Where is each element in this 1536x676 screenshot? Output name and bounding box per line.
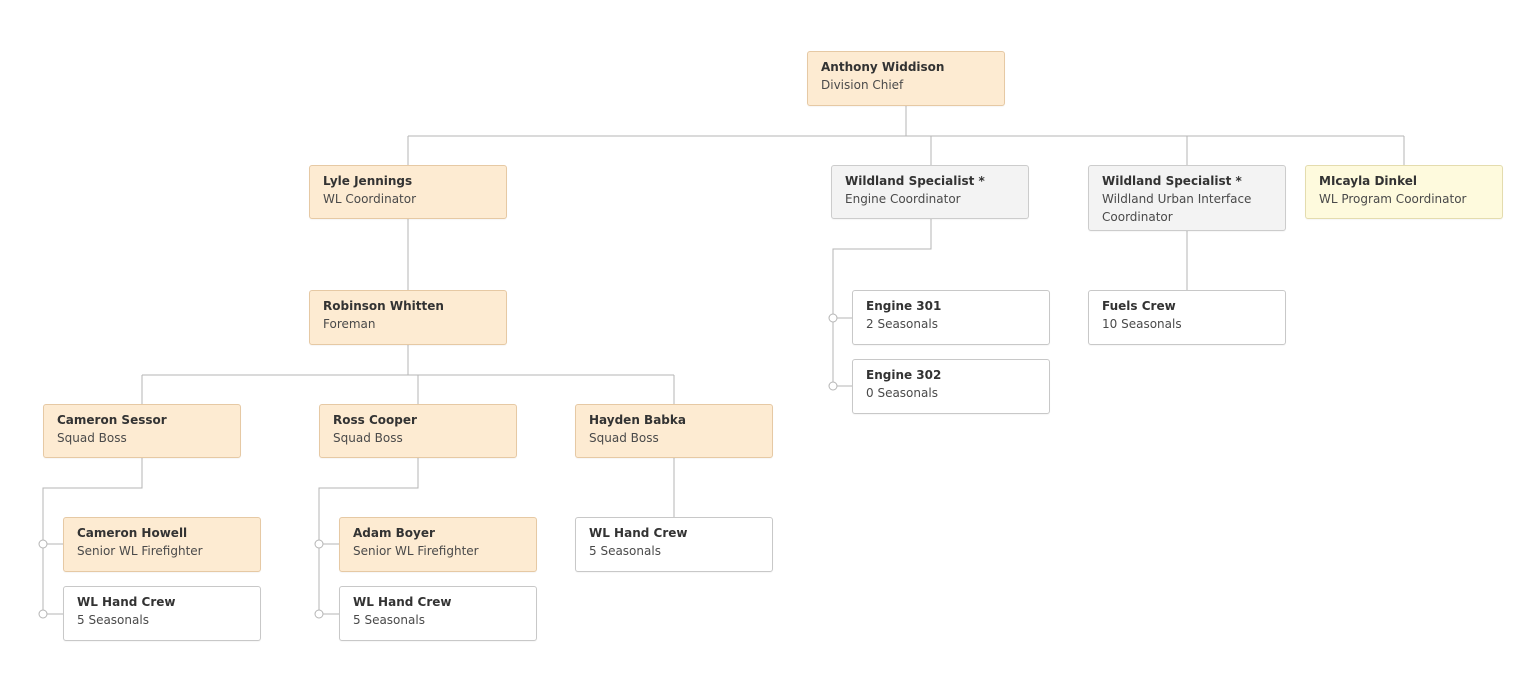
node-role: Squad Boss	[57, 431, 127, 445]
node-role: 2 Seasonals	[866, 317, 938, 331]
node-name: Hayden Babka	[589, 413, 686, 427]
node-engine-301[interactable]: Engine 301 2 Seasonals	[852, 290, 1050, 345]
node-wl-hand-crew-babka[interactable]: WL Hand Crew 5 Seasonals	[575, 517, 773, 572]
node-ross-cooper[interactable]: Ross Cooper Squad Boss	[319, 404, 517, 458]
node-name: Cameron Sessor	[57, 413, 167, 427]
node-name: MIcayla Dinkel	[1319, 174, 1417, 188]
node-name: WL Hand Crew	[589, 526, 688, 540]
node-name: Fuels Crew	[1102, 299, 1176, 313]
node-cameron-sessor[interactable]: Cameron Sessor Squad Boss	[43, 404, 241, 458]
node-role: Squad Boss	[333, 431, 403, 445]
connector-dot	[314, 609, 324, 619]
node-role: 5 Seasonals	[589, 544, 661, 558]
node-role: WL Program Coordinator	[1319, 192, 1467, 206]
connector-dot	[38, 539, 48, 549]
node-role: Foreman	[323, 317, 376, 331]
node-role: 5 Seasonals	[77, 613, 149, 627]
node-role: WL Coordinator	[323, 192, 417, 206]
node-micayla-dinkel[interactable]: MIcayla Dinkel WL Program Coordinator	[1305, 165, 1503, 219]
node-role: Wildland Urban Interface Coordinator	[1102, 192, 1252, 224]
node-role: 10 Seasonals	[1102, 317, 1182, 331]
node-role: Senior WL Firefighter	[77, 544, 203, 558]
node-name: WL Hand Crew	[353, 595, 452, 609]
node-hayden-babka[interactable]: Hayden Babka Squad Boss	[575, 404, 773, 458]
connector-dot	[38, 609, 48, 619]
node-adam-boyer[interactable]: Adam Boyer Senior WL Firefighter	[339, 517, 537, 572]
node-robinson-whitten[interactable]: Robinson Whitten Foreman	[309, 290, 507, 345]
node-name: Lyle Jennings	[323, 174, 413, 188]
node-role: 5 Seasonals	[353, 613, 425, 627]
node-name: Ross Cooper	[333, 413, 417, 427]
node-name: Adam Boyer	[353, 526, 435, 540]
node-anthony-widdison[interactable]: Anthony Widdison Division Chief	[807, 51, 1005, 106]
node-wl-hand-crew-cooper[interactable]: WL Hand Crew 5 Seasonals	[339, 586, 537, 641]
node-wildland-specialist-wui[interactable]: Wildland Specialist * Wildland Urban Int…	[1088, 165, 1286, 231]
node-engine-302[interactable]: Engine 302 0 Seasonals	[852, 359, 1050, 414]
node-wildland-specialist-engine[interactable]: Wildland Specialist * Engine Coordinator	[831, 165, 1029, 219]
node-name: Wildland Specialist *	[1102, 174, 1242, 188]
node-name: WL Hand Crew	[77, 595, 176, 609]
node-name: Anthony Widdison	[821, 60, 945, 74]
node-name: Engine 301	[866, 299, 942, 313]
node-name: Cameron Howell	[77, 526, 188, 540]
node-role: 0 Seasonals	[866, 386, 938, 400]
node-name: Robinson Whitten	[323, 299, 444, 313]
node-role: Senior WL Firefighter	[353, 544, 479, 558]
connector-dot	[828, 313, 838, 323]
node-lyle-jennings[interactable]: Lyle Jennings WL Coordinator	[309, 165, 507, 219]
node-wl-hand-crew-sessor[interactable]: WL Hand Crew 5 Seasonals	[63, 586, 261, 641]
connector-dot	[828, 381, 838, 391]
connector-dot	[314, 539, 324, 549]
link-robinson-squads	[141, 345, 675, 404]
node-role: Engine Coordinator	[845, 192, 961, 206]
node-name: Wildland Specialist *	[845, 174, 985, 188]
node-role: Squad Boss	[589, 431, 659, 445]
node-fuels-crew[interactable]: Fuels Crew 10 Seasonals	[1088, 290, 1286, 345]
node-cameron-howell[interactable]: Cameron Howell Senior WL Firefighter	[63, 517, 261, 572]
link-anthony-children	[407, 106, 1405, 165]
node-role: Division Chief	[821, 78, 904, 92]
node-name: Engine 302	[866, 368, 942, 382]
